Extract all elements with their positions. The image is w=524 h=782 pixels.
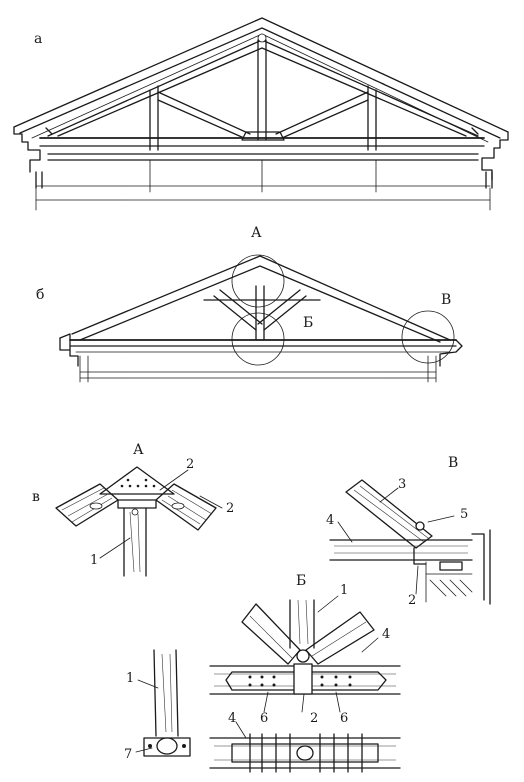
bottom-bolts [249,733,363,773]
callout-v-5: 5 [460,507,469,522]
detail-a-title: А [133,442,144,458]
detail-v-support-node [329,479,491,605]
callout-a-1: 1 [90,553,99,568]
callout-a-2-top: 2 [186,457,195,472]
callout-bottom-4: 4 [228,711,237,726]
callout-v-3: 3 [398,477,407,492]
callout-side-1: 1 [126,671,135,686]
node-b-label: Б [303,315,314,331]
figure-b-label: б [36,287,45,303]
callout-b-2: 2 [310,711,319,726]
callout-b-6-right: 6 [340,711,349,726]
strip-holes [248,675,352,687]
callout-b-4: 4 [382,627,391,642]
callout-v-4: 4 [326,513,335,528]
detail-v-title: В [448,455,459,471]
detail-b-middle-node [209,595,401,713]
figure-v-label: в [32,489,40,505]
node-a-label: А [251,225,262,241]
figure-a-roof-truss [13,17,509,211]
detail-side-post [135,649,191,757]
callout-b-1: 1 [340,583,349,598]
callout-a-2-right: 2 [226,501,235,516]
detail-a-ridge-node [55,466,223,577]
callout-b-6-left: 6 [260,711,269,726]
figure-b-truss [59,254,463,383]
node-v-label: В [441,292,452,308]
detail-bottom-chord [209,721,401,773]
callout-v-2: 2 [408,593,417,608]
detail-b-title: Б [296,573,307,589]
callout-side-7: 7 [124,747,133,762]
figure-a-label: а [34,31,43,47]
